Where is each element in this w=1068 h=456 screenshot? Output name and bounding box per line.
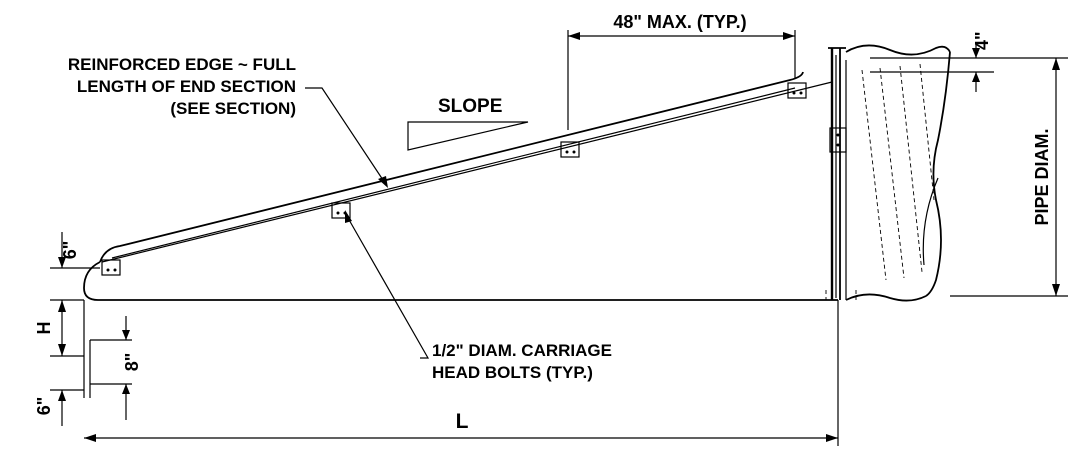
dim-48-max: 48" MAX. (TYP.): [567, 12, 796, 130]
reinforced-leader: [305, 87, 384, 181]
lower-sloped-edge: [101, 81, 833, 263]
reinforced-edge-callout: REINFORCED EDGE ~ FULL LENGTH OF END SEC…: [68, 55, 388, 188]
slope-triangle: [407, 121, 529, 151]
end-section-outline: [83, 47, 847, 301]
dim-h: H: [34, 299, 84, 357]
dim-8: 8": [83, 300, 142, 420]
pipe-diam-label: PIPE DIAM.: [1032, 128, 1052, 225]
dim-6-top: 6": [50, 232, 100, 269]
dim-pipe-diam: PIPE DIAM.: [950, 57, 1068, 297]
dim-4-label: 4": [972, 31, 992, 50]
slope-symbol: SLOPE: [407, 96, 529, 151]
bolt-bracket-1: [101, 259, 121, 276]
dim-6-top-label: 6": [60, 241, 80, 260]
dim-h-label: H: [34, 322, 54, 335]
slope-label: SLOPE: [438, 96, 502, 117]
reinforced-label-line1: REINFORCED EDGE ~ FULL: [68, 55, 296, 74]
reinforced-label-line2: LENGTH OF END SECTION: [77, 77, 296, 96]
pipe-top-break: [845, 44, 951, 56]
reinforced-arrowhead: [378, 176, 388, 188]
dim-6-bottom: 6": [34, 389, 84, 426]
bolts-arrowhead: [345, 210, 352, 223]
dim-l-label: L: [456, 410, 469, 433]
pipe-section: [825, 44, 951, 302]
bolt-bracket-3: [560, 141, 580, 158]
pipe-bottom-break: [845, 293, 927, 302]
dim-6-bottom-label: 6": [34, 397, 54, 416]
pipe-break-inner: [922, 177, 939, 266]
bolts-label-line1: 1/2" DIAM. CARRIAGE: [432, 341, 612, 360]
bolts-callout: 1/2" DIAM. CARRIAGE HEAD BOLTS (TYP.): [345, 210, 612, 382]
dim-8-label: 8": [122, 353, 142, 372]
pipe-right-break: [925, 51, 951, 297]
bolt-bracket-end-plate: [829, 127, 847, 153]
reinforced-label-line3: (SEE SECTION): [170, 99, 296, 118]
bolts-leader: [347, 217, 430, 359]
dim-4: 4": [870, 31, 994, 92]
reinforced-edge: [99, 71, 804, 263]
reinforced-edge-inner: [111, 87, 796, 259]
bolt-bracket-4: [787, 82, 807, 99]
bolts-label-line2: HEAD BOLTS (TYP.): [432, 363, 593, 382]
dim-l: L: [84, 300, 839, 446]
dim-48-label: 48" MAX. (TYP.): [613, 12, 746, 32]
